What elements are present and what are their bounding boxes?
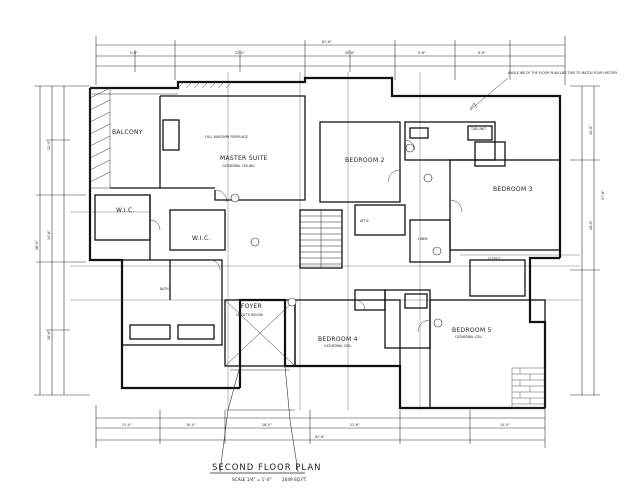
stair-treads [300, 210, 342, 268]
note-leader [469, 77, 509, 111]
room-label-master-suite: MASTER SUITE [220, 155, 268, 162]
top-dimension-3: 20'-6" [345, 51, 355, 55]
note-closet: CLOSET [488, 257, 500, 261]
note-attic: ATTIC [360, 219, 370, 223]
room-label-wic-2: W.I.C. [192, 235, 211, 242]
top-dimension-5: 8'-6" [478, 51, 486, 55]
note-open-below: OPEN TO BELOW [236, 313, 264, 317]
room-label-balcony: BALCONY [112, 129, 143, 136]
room-label-bedroom-4: BEDROOM 4 [318, 336, 358, 343]
right-dimension-2: 16'-0" [589, 220, 593, 230]
top-dimension-2: 22'-0" [235, 51, 245, 55]
note-fireplace: FULL MASONRY FIREPLACE [205, 135, 248, 139]
top-dimension-strings [95, 36, 566, 85]
left-dimension-strings [34, 85, 90, 396]
note-cathedral-master: CATHEDRAL CEILING [222, 164, 255, 168]
north-angle-note: ANGLE WE OF THE FLOOR PLAN LIKE THIS TO … [508, 71, 617, 75]
bottom-dimension-4: 21'-6" [350, 423, 360, 427]
left-overall-dimension: 56'-0" [35, 240, 39, 250]
wall-hatch [177, 81, 233, 89]
bottom-dimension-3: 18'-0" [262, 423, 272, 427]
door-swings [149, 139, 463, 333]
bottom-dimension-strings [95, 405, 546, 448]
left-dimension-1: 12'-0" [47, 140, 51, 150]
room-label-foyer: FOYER [241, 303, 262, 310]
note-cathedral-bed5: CATHEDRAL CEIL. [455, 335, 483, 339]
room-label-wic-1: W.I.C. [116, 207, 135, 214]
porch-roof [219, 365, 299, 473]
top-dimension-1: 5'-6" [130, 51, 138, 55]
bottom-overall-dimension: 81'-6" [315, 435, 325, 439]
top-dimension-4: 9'-6" [418, 51, 426, 55]
room-label-bedroom-2: BEDROOM 2 [345, 157, 385, 164]
right-dimension-strings [570, 85, 600, 396]
right-overall-dimension: 57'-6" [601, 190, 605, 200]
bottom-dimension-1: 11'-0" [122, 423, 132, 427]
left-dimension-3: 18'-6" [47, 330, 51, 340]
drawing-area: 2049 SQ.FT. [282, 477, 307, 482]
right-dimension-1: 10'-0" [589, 125, 593, 135]
room-label-bedroom-3: BEDROOM 3 [493, 186, 533, 193]
brick-hatch [511, 367, 546, 409]
note-cathedral-bed4: CATHEDRAL CEIL. [324, 344, 352, 348]
drawing-title: SECOND FLOOR PLAN [212, 463, 322, 473]
interior-walls [94, 95, 561, 409]
balcony-railing [89, 87, 178, 189]
bottom-dimension-5: 15'-0" [500, 423, 510, 427]
note-bath-master: BATH [160, 287, 169, 291]
left-dimension-2: 14'-6" [47, 230, 51, 240]
drawing-scale: SCALE 1/4" = 1'-0" [232, 477, 272, 482]
room-label-bedroom-5: BEDROOM 5 [452, 327, 492, 334]
top-overall-dimension: 81'-6" [322, 40, 332, 44]
note-linen: LINEN [418, 237, 428, 241]
section-markers [230, 143, 443, 328]
note-tub-unit: TUB UNIT [470, 127, 486, 131]
open-to-below-cross [224, 299, 296, 367]
bottom-dimension-2: 16'-0" [186, 423, 196, 427]
